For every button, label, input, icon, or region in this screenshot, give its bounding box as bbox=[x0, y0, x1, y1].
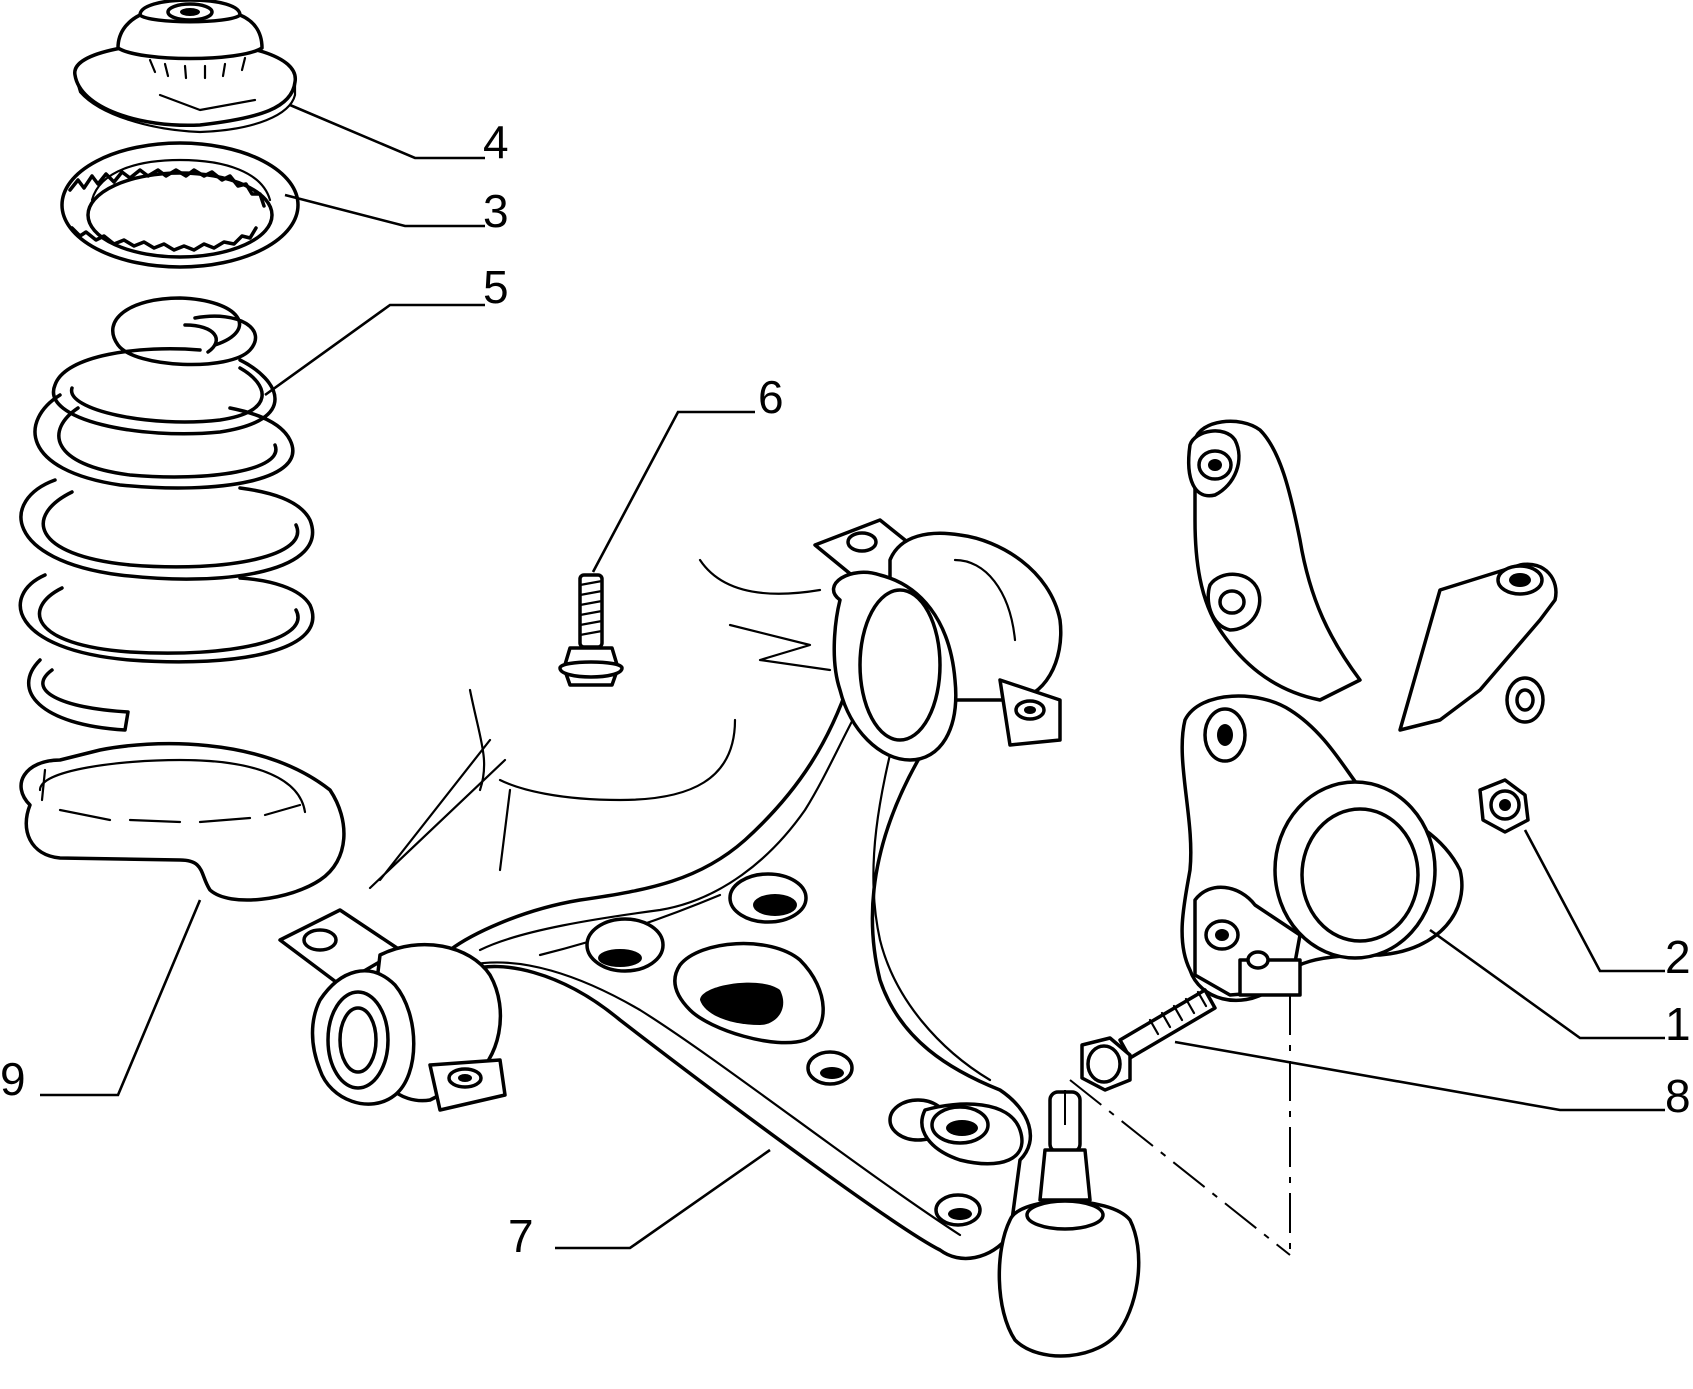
callout-3: 3 bbox=[483, 185, 509, 237]
pinch-bolt bbox=[1080, 988, 1217, 1092]
coil-spring bbox=[18, 296, 315, 732]
rear-bushing bbox=[813, 518, 1063, 762]
callout-7: 7 bbox=[508, 1210, 534, 1262]
assembly-burst-lines bbox=[368, 558, 832, 890]
callout-2: 2 bbox=[1665, 931, 1691, 983]
callout-9: 9 bbox=[0, 1053, 26, 1105]
front-bushing bbox=[278, 908, 507, 1112]
spring-seat-ring bbox=[60, 141, 300, 269]
ball-joint bbox=[997, 1090, 1141, 1358]
steering-knuckle bbox=[1180, 419, 1558, 1003]
assembly-axis-lines bbox=[1064, 995, 1291, 1256]
nut bbox=[1478, 778, 1530, 834]
callout-1: 1 bbox=[1665, 998, 1691, 1050]
callout-4: 4 bbox=[483, 116, 509, 168]
lower-control-arm bbox=[448, 645, 1032, 1261]
leader-lines bbox=[40, 103, 1665, 1250]
lower-spring-seat bbox=[19, 742, 346, 902]
callout-labels: 4 3 5 6 9 7 2 1 8 bbox=[0, 116, 1691, 1262]
top-mount bbox=[73, 0, 297, 134]
callout-6: 6 bbox=[758, 371, 784, 423]
bolt-6 bbox=[558, 573, 624, 687]
callout-5: 5 bbox=[483, 261, 509, 313]
callout-8: 8 bbox=[1665, 1070, 1691, 1122]
